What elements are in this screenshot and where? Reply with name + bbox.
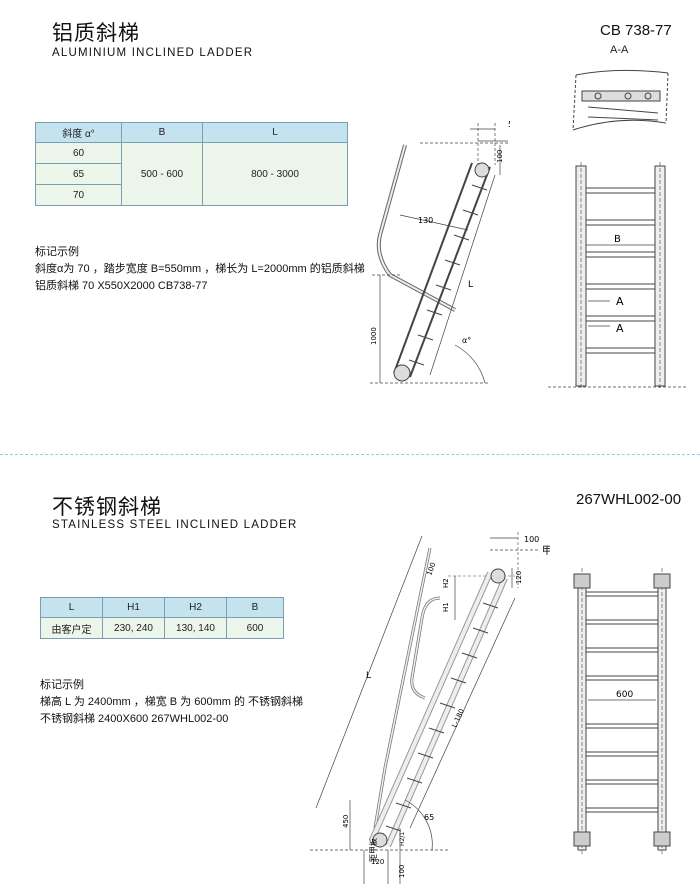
cell-h1: 230, 240 <box>102 617 165 639</box>
top-standard-code: CB 738-77 <box>600 22 672 39</box>
dim-100: 100 <box>496 150 504 163</box>
col-header-h2: H2 <box>164 597 227 618</box>
top-spec-table: 斜度 α° B L 60 500 - 600 800 - 3000 65 70 <box>35 122 348 206</box>
top-front-view-drawing: B A A <box>548 162 688 390</box>
dim-100-bottom: 100 <box>398 865 406 878</box>
col-header-l: L <box>202 122 348 143</box>
bottom-title-en: STAINLESS STEEL INCLINED LADDER <box>52 519 298 531</box>
cell-h2: 130, 140 <box>164 617 227 639</box>
angle-alpha: α° <box>462 336 471 345</box>
col-header-l: L <box>40 597 103 618</box>
top-note-heading: 标记示例 <box>35 246 79 258</box>
cell-b: 600 <box>226 617 284 639</box>
bottom-note-heading: 标记示例 <box>40 679 84 691</box>
dim-l-180: L-180 <box>451 708 467 729</box>
deck-distance-label: 距甲板 <box>368 838 378 862</box>
dim-b: B <box>614 234 621 245</box>
dim-120-top: 120 <box>515 571 523 584</box>
l-range-cell: 800 - 3000 <box>202 142 348 206</box>
top-note: 标记示例 斜度α为 70 ，踏步宽度 B=550mm ，梯长为 L=2000mm… <box>35 244 365 295</box>
dim-h2: H2 <box>442 578 450 588</box>
top-side-view-drawing: 50 甲板 100 130 L 1000 α° <box>370 120 510 384</box>
col-header-b: B <box>121 122 203 143</box>
section-aa-label: A-A <box>610 44 629 56</box>
angle-cell: 60 <box>35 142 122 164</box>
section-mark-a2: A <box>616 322 624 335</box>
dim-h1: H1 <box>442 602 450 612</box>
top-title-en: ALUMINIUM INCLINED LADDER <box>52 47 254 59</box>
dim-120-bottom: 120 <box>371 858 384 866</box>
bottom-side-view-drawing: 100 甲板 100 H2 H1 120 L L-180 450 距甲板 H2/… <box>310 532 550 884</box>
dim-l: L <box>468 280 473 290</box>
dim-100-top: 100 <box>524 535 539 544</box>
col-header-h1: H1 <box>102 597 165 618</box>
angle-cell: 65 <box>35 163 122 185</box>
section-aa-drawing <box>572 69 669 131</box>
section-mark-a1: A <box>616 295 624 308</box>
section-divider <box>0 454 700 455</box>
bottom-title-cn: 不锈钢斜梯 <box>52 496 162 519</box>
angle-65: 65 <box>424 813 434 822</box>
deck-label: 甲板 <box>542 544 550 557</box>
b-range-cell: 500 - 600 <box>121 142 203 206</box>
dim-450: 450 <box>342 815 350 828</box>
top-title-cn: 铝质斜梯 <box>52 22 140 45</box>
dim-130: 130 <box>418 216 433 225</box>
col-header-angle: 斜度 α° <box>35 122 122 143</box>
top-note-line2: 铝质斜梯 70 X550X2000 CB738-77 <box>35 280 208 292</box>
bottom-standard-code: 267WHL002-00 <box>576 491 682 508</box>
bottom-spec-table: L H1 H2 B 由客户定 230, 240 130, 140 600 <box>40 597 284 639</box>
dim-50: 50 <box>508 120 510 129</box>
col-header-b: B <box>226 597 284 618</box>
bottom-front-view-drawing: 600 <box>573 568 671 854</box>
top-note-line1: 斜度α为 70 ，踏步宽度 B=550mm ，梯长为 L=2000mm 的铝质斜… <box>35 263 365 275</box>
cell-l: 由客户定 <box>40 617 103 639</box>
angle-cell: 70 <box>35 184 122 206</box>
dim-600: 600 <box>616 690 633 700</box>
bottom-note: 标记示例 梯高 L 为 2400mm ，梯宽 B 为 600mm 的 不锈钢斜梯… <box>40 677 303 728</box>
dim-1000: 1000 <box>370 327 378 345</box>
dim-l: L <box>366 671 371 681</box>
dim-h2-low: H2/1 <box>399 832 406 846</box>
bottom-note-line1: 梯高 L 为 2400mm ，梯宽 B 为 600mm 的 不锈钢斜梯 <box>40 696 304 708</box>
bottom-note-line2: 不锈钢斜梯 2400X600 267WHL002-00 <box>40 713 229 725</box>
